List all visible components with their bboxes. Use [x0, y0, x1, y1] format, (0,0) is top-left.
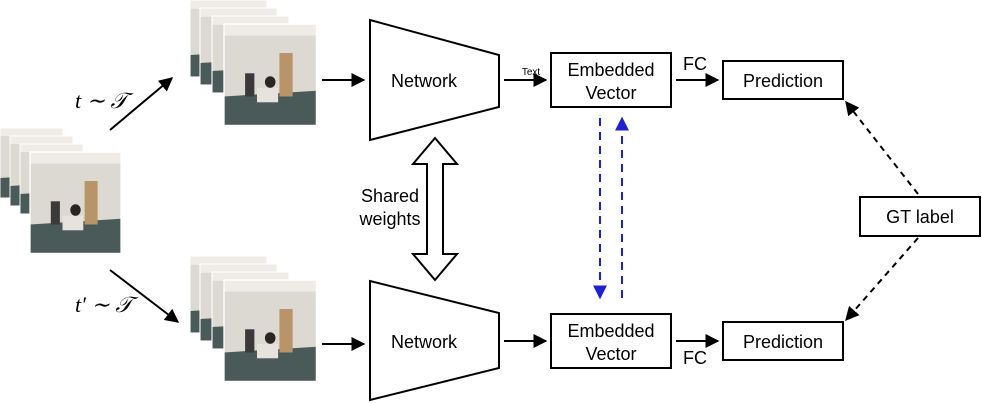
top-embedding-box [550, 52, 672, 108]
gt-label-box [859, 196, 981, 237]
bottom-embedding-box [550, 313, 672, 369]
bottom-prediction-box [722, 321, 844, 361]
top-sampling-label: t ∼ 𝒯 [75, 88, 135, 113]
bottom-video-clip-icon [189, 255, 318, 383]
bottom-network-trapezoid-icon [369, 279, 500, 402]
bottom-network-label: Network [391, 332, 458, 352]
gt-to-bottom-prediction-arrow [845, 237, 919, 322]
top-embedding-label-line-2: Vector [585, 83, 636, 103]
top-fc-label: FC [683, 54, 707, 74]
bottom-sampling-arrow [109, 269, 180, 323]
top-edge-label: Text [522, 67, 541, 78]
bottom-sampling-label: t′ ∼ 𝒯 [75, 292, 139, 317]
bottom-prediction-label: Prediction [743, 332, 823, 352]
top-video-clip-icon [189, 0, 318, 127]
bottom-embedding-label-line-2: Vector [585, 344, 636, 364]
source-video-clip-icon [0, 127, 122, 255]
top-network-trapezoid-icon [369, 18, 500, 142]
top-prediction-box [722, 60, 844, 100]
bottom-fc-label: FC [683, 348, 707, 368]
top-network-label: Network [391, 71, 458, 91]
bottom-embedding-label-line-1: Embedded [567, 321, 654, 341]
shared-weights-double-arrow-icon [410, 136, 460, 282]
top-sampling-arrow [109, 77, 174, 131]
gt-to-top-prediction-arrow [845, 100, 919, 195]
gt-label-text: GT label [886, 207, 954, 227]
top-prediction-label: Prediction [743, 71, 823, 91]
shared-label-line-1: Shared [361, 186, 419, 206]
shared-label-line-2: weights [358, 209, 420, 229]
top-embedding-label-line-1: Embedded [567, 60, 654, 80]
